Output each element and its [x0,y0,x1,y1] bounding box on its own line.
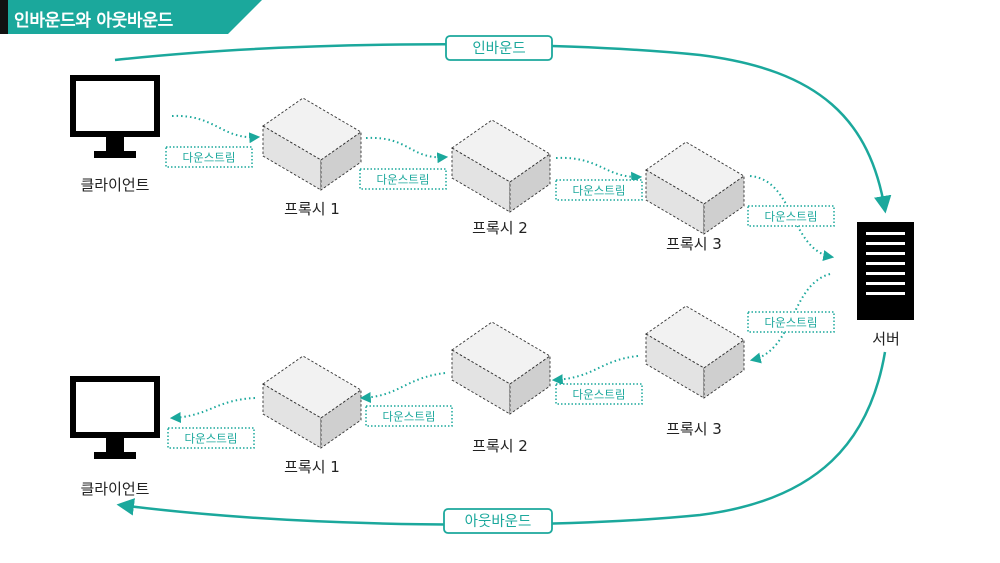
downstream-arrow [749,175,835,261]
downstream-arrow [365,136,449,164]
proxy-label-bottom-2: 프록시 2 [472,437,528,455]
proxy-box-icon [451,321,551,415]
downstream-label-frame [747,311,835,333]
downstream-label: 다운스트림 [377,173,430,187]
downstream-arrow [359,372,446,404]
monitor-icon [70,376,160,459]
page-title: 인바운드와 아웃바운드 [14,11,174,31]
inbound-arc [114,43,892,214]
downstream-label-box: 다운스트림 [165,146,253,168]
monitor-icon [70,75,160,158]
downstream-arrow [169,397,256,424]
downstream-arrow [555,156,643,183]
downstream-label-box: 다운스트림 [555,383,643,405]
downstream-label-frame [165,146,253,168]
outbound-arc [116,351,887,526]
downstream-label: 다운스트림 [573,184,626,198]
server-icon [857,222,914,320]
downstream-label-box: 다운스트림 [747,205,835,227]
client-label-top: 클라이언트 [80,176,149,194]
proxy-box-icon [645,141,745,235]
proxy-box-icon [262,355,362,449]
downstream-label-box: 다운스트림 [365,405,453,427]
proxy-box-icon [262,97,362,191]
downstream-label: 다운스트림 [383,410,436,424]
downstream-label: 다운스트림 [185,432,238,446]
client-label-bottom: 클라이언트 [80,480,149,498]
proxy-label-bottom-1: 프록시 1 [284,458,340,476]
downstream-label: 다운스트림 [573,388,626,402]
downstream-label-box: 다운스트림 [555,179,643,201]
downstream-label-frame [365,405,453,427]
proxy-label-top-3: 프록시 3 [666,235,722,253]
downstream-label-box: 다운스트림 [359,168,447,190]
downstream-arrow [551,355,639,386]
outbound-label: 아웃바운드 [465,513,532,530]
downstream-label-frame [167,427,255,449]
downstream-label-frame [359,168,447,190]
inbound-pill: 인바운드 [445,35,553,61]
downstream-label-box: 다운스트림 [167,427,255,449]
proxy-label-top-2: 프록시 2 [472,219,528,237]
downstream-label: 다운스트림 [183,151,236,165]
downstream-label: 다운스트림 [765,210,818,224]
downstream-label-frame [747,205,835,227]
downstream-arrow [171,114,261,144]
title-banner: 인바운드와 아웃바운드 [0,0,262,34]
server-label: 서버 [872,330,900,348]
proxy-label-top-1: 프록시 1 [284,200,340,218]
outbound-pill: 아웃바운드 [443,508,553,534]
title-banner-shape [0,0,262,34]
proxy-box-icon [645,305,745,399]
proxy-box-icon [451,119,551,213]
downstream-label-box: 다운스트림 [747,311,835,333]
proxy-label-bottom-3: 프록시 3 [666,420,722,438]
downstream-label-frame [555,179,643,201]
downstream-label: 다운스트림 [765,316,818,330]
inbound-label: 인바운드 [472,40,525,57]
downstream-label-frame [555,383,643,405]
